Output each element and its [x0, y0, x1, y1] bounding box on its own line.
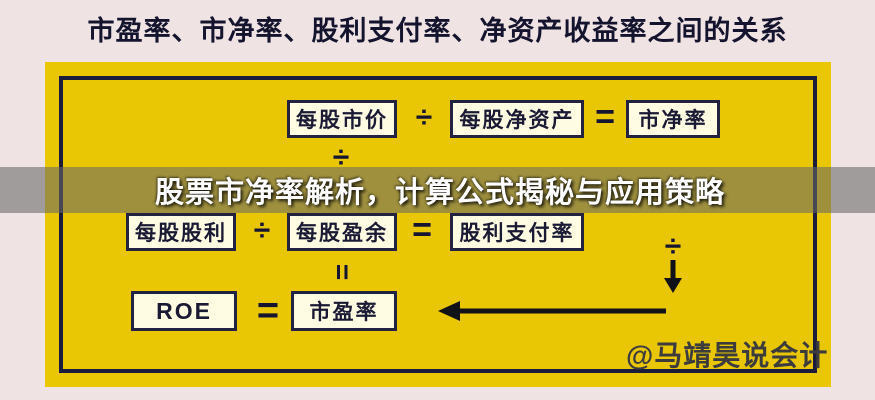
equals-operator: = [412, 211, 432, 249]
box-payout-ratio: 股利支付率 [450, 213, 584, 251]
divide-operator: ÷ [664, 230, 682, 263]
vertical-equals-operator: = [327, 263, 358, 281]
watermark: @马靖昊说会计 [626, 340, 829, 371]
box-eps: 每股盈余 [287, 213, 397, 251]
overlay-banner: 股票市净率解析，计算公式揭秘与应用策略 [0, 167, 875, 213]
box-book-value-per-share: 每股净资产 [450, 100, 584, 138]
box-pb-ratio: 市净率 [626, 100, 720, 138]
equals-operator: = [256, 290, 280, 332]
divide-operator: ÷ [253, 214, 271, 247]
divide-operator: ÷ [415, 101, 433, 134]
down-arrow-icon [664, 260, 682, 293]
page-title: 市盈率、市净率、股利支付率、净资产收益率之间的关系 [87, 16, 788, 46]
box-price-per-share: 每股市价 [287, 100, 397, 138]
box-dividend-per-share: 每股股利 [126, 213, 236, 251]
equals-operator: = [595, 98, 615, 136]
vertical-divide-operator: ÷ [332, 141, 350, 174]
banner-text: 股票市净率解析，计算公式揭秘与应用策略 [155, 177, 726, 209]
box-roe: ROE [131, 291, 237, 331]
left-arrow-icon [438, 301, 666, 321]
panel-border [59, 76, 817, 373]
box-pe-ratio: 市盈率 [291, 291, 397, 331]
